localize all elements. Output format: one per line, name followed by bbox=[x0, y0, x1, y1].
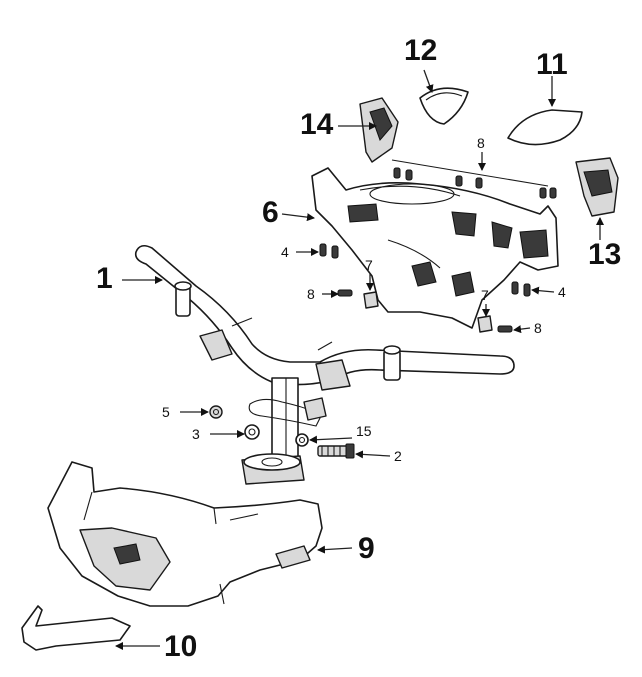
part-3-washer bbox=[244, 424, 260, 440]
callout-4-right: 4 bbox=[558, 284, 566, 300]
callout-8-right: 8 bbox=[534, 320, 542, 336]
callout-7-right: 7 bbox=[481, 287, 489, 303]
part-8-screws-top bbox=[391, 159, 557, 199]
part-15-washer bbox=[295, 433, 309, 447]
part-10-trim bbox=[21, 605, 131, 651]
leader-lines bbox=[115, 69, 604, 650]
part-4-screws-right bbox=[511, 281, 531, 297]
callout-13: 13 bbox=[588, 238, 621, 271]
part-12-lens bbox=[419, 87, 469, 125]
part-13-switch-housing bbox=[575, 157, 619, 217]
callout-6: 6 bbox=[262, 196, 279, 229]
callout-11: 11 bbox=[536, 48, 568, 81]
callout-7-left: 7 bbox=[365, 257, 373, 273]
callout-15: 15 bbox=[356, 423, 372, 439]
part-14-switch-housing bbox=[359, 97, 399, 163]
part-2-bolt bbox=[317, 443, 355, 459]
callout-8-top: 8 bbox=[477, 135, 485, 151]
part-8-screw-left bbox=[337, 289, 353, 297]
callout-10: 10 bbox=[164, 630, 197, 663]
callout-12: 12 bbox=[404, 34, 437, 67]
part-3-bracket bbox=[248, 397, 327, 427]
part-11-lens bbox=[507, 109, 583, 146]
part-6-upper-cover bbox=[311, 167, 559, 329]
callout-14: 14 bbox=[300, 108, 334, 141]
callout-4-left: 4 bbox=[281, 244, 289, 260]
steering-stem-base bbox=[241, 453, 305, 485]
part-5-nut bbox=[209, 405, 223, 419]
callout-8-left: 8 bbox=[307, 286, 315, 302]
part-7-clip-left bbox=[363, 291, 379, 309]
callout-2: 2 bbox=[394, 448, 402, 464]
callout-9: 9 bbox=[358, 532, 375, 565]
callout-1: 1 bbox=[96, 262, 113, 295]
part-9-lower-cover bbox=[47, 461, 323, 607]
part-4-screws-left bbox=[319, 243, 339, 259]
callout-labels: 1 2 3 4 4 5 6 7 7 8 8 8 9 10 11 12 13 14… bbox=[96, 34, 621, 663]
part-8-screw-right bbox=[497, 325, 513, 333]
callout-3: 3 bbox=[192, 426, 200, 442]
part-7-clip-right bbox=[477, 315, 493, 333]
callout-5: 5 bbox=[162, 404, 170, 420]
